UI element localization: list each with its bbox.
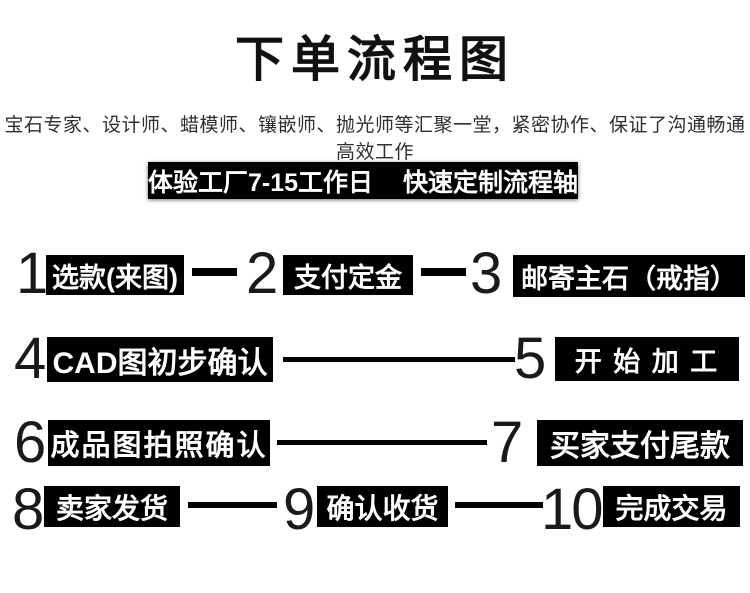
step-5-number: 5	[514, 326, 546, 391]
step-9-number: 9	[283, 477, 315, 542]
connector-line-6-7	[277, 440, 487, 445]
step-7-number: 7	[491, 410, 523, 475]
banner: 体验工厂7-15工作日 快速定制流程轴	[148, 162, 578, 199]
step-10-number: 10	[541, 477, 603, 542]
step-6-label: 成品图拍照确认	[48, 420, 270, 466]
step-2-number: 2	[246, 241, 278, 306]
connector-line-8-9	[188, 502, 277, 508]
step-5-label: 开 始 加 工	[555, 337, 739, 381]
step-2-label: 支付定金	[283, 255, 413, 295]
banner-left-text: 体验工厂7-15工作日	[147, 168, 374, 197]
connector-line-9-10	[455, 502, 543, 508]
banner-right-text: 快速定制流程轴	[403, 168, 579, 197]
step-8-label: 卖家发货	[44, 486, 180, 527]
connector-line-4-5	[283, 357, 515, 362]
connector-line-2-3	[421, 268, 466, 276]
step-7-label: 买家支付尾款	[537, 420, 743, 466]
step-6-number: 6	[14, 410, 46, 475]
page-title: 下单流程图	[234, 32, 515, 87]
step-4-label: CAD图初步确认	[47, 337, 273, 382]
step-3-label: 邮寄主石（戒指）	[513, 255, 745, 297]
step-10-label: 完成交易	[603, 486, 740, 527]
step-3-number: 3	[470, 241, 502, 306]
step-9-label: 确认收货	[317, 486, 448, 527]
step-1-label: 选款(来图)	[46, 255, 184, 295]
step-4-number: 4	[14, 326, 46, 391]
subtitle-text: 宝石专家、设计师、蜡模师、镶嵌师、抛光师等汇聚一堂，紧密协作、保证了沟通畅通高效…	[4, 115, 746, 163]
connector-line-1-2	[192, 268, 237, 276]
step-1-number: 1	[16, 241, 48, 306]
step-8-number: 8	[12, 477, 44, 542]
